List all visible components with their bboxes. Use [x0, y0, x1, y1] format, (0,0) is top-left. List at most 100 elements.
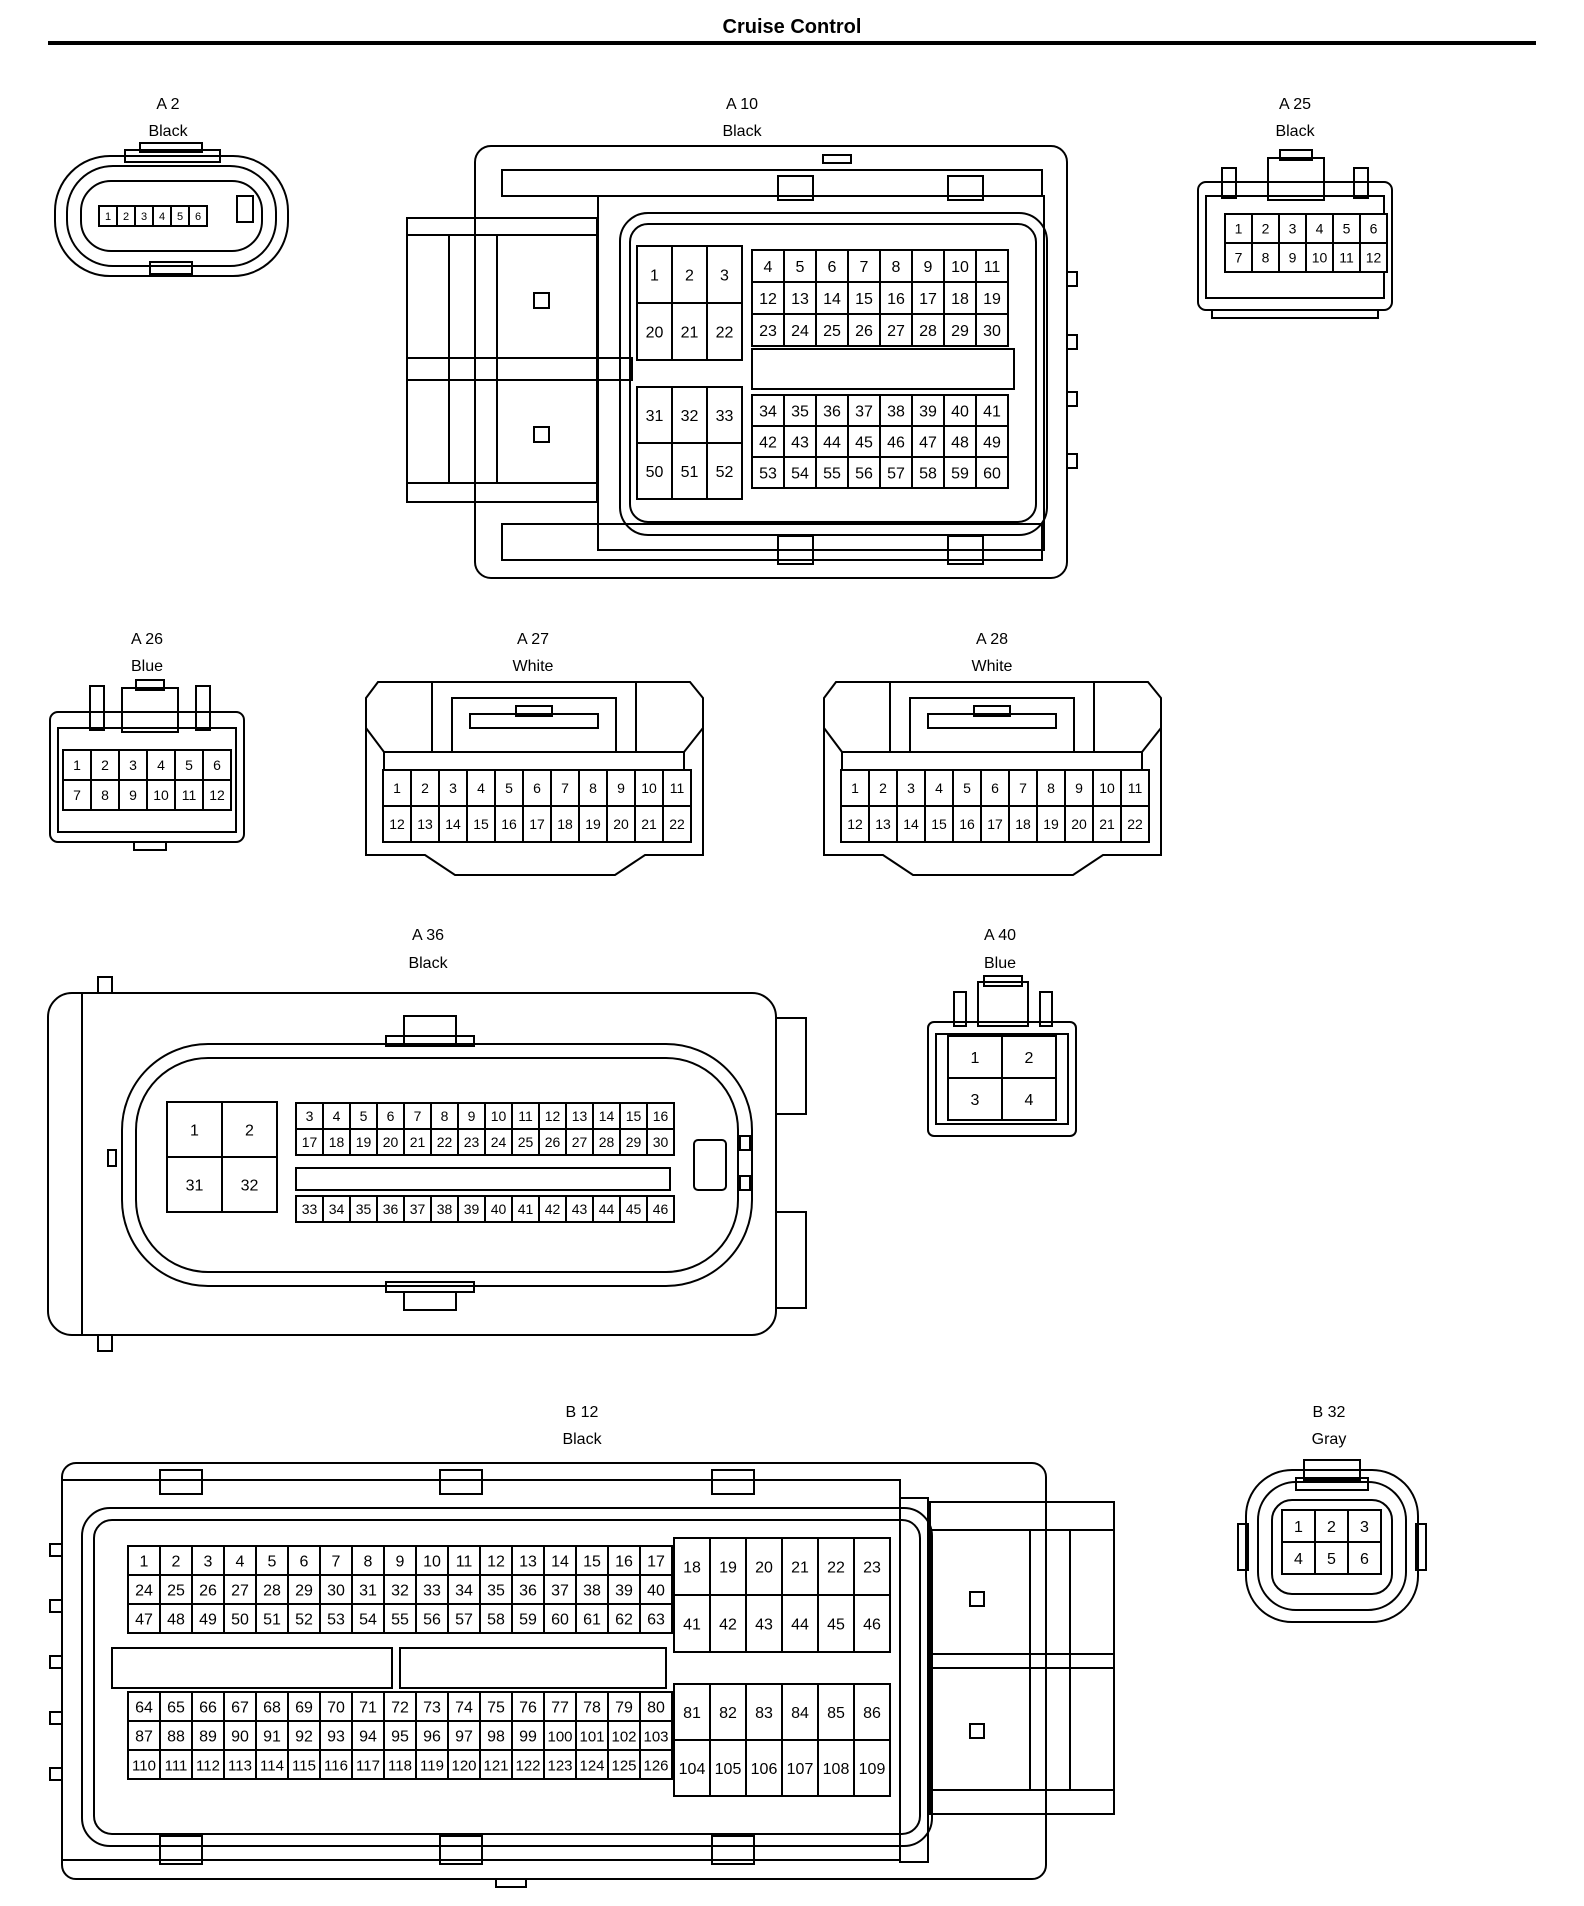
- pin-cell: [634, 769, 664, 807]
- pin-number: 108: [823, 1761, 850, 1778]
- pin-cell: [943, 313, 977, 347]
- pin-number: 9: [1289, 250, 1297, 266]
- pin-number: 11: [984, 259, 1001, 276]
- pin-number: 7: [860, 259, 869, 276]
- connector-a2-id: A 2: [156, 96, 179, 113]
- connector-b32-housing: [1237, 1459, 1427, 1623]
- pin-cell: [911, 394, 945, 427]
- pin-cell: [191, 1749, 225, 1780]
- pin-cell: [322, 1195, 351, 1223]
- pin-number: 10: [641, 780, 657, 796]
- pin-cell: [575, 1603, 609, 1634]
- pin-cell: [671, 245, 708, 304]
- pin-cell: [319, 1603, 353, 1634]
- pin-number: 84: [791, 1705, 809, 1722]
- pin-cell: [159, 1720, 193, 1751]
- pin-number: 10: [491, 1108, 507, 1124]
- pin-cell: [673, 1739, 711, 1797]
- pin-cell: [383, 1603, 417, 1634]
- connector-a25-color: Black: [1275, 123, 1315, 140]
- pin-number: 34: [759, 403, 777, 420]
- pin-number: 35: [487, 1582, 505, 1599]
- pin-number: 6: [1360, 1551, 1369, 1568]
- pin-number: 125: [611, 1757, 636, 1774]
- connector-b32-id: B 32: [1313, 1404, 1346, 1421]
- pin-number: 48: [167, 1611, 185, 1628]
- pin-number: 3: [449, 780, 457, 796]
- pin-cell: [706, 245, 743, 304]
- pin-number: 14: [903, 816, 919, 832]
- pin-number: 8: [364, 1553, 373, 1570]
- pin-cell: [1278, 242, 1307, 273]
- pin-number: 51: [681, 464, 699, 481]
- pin-number: 4: [764, 259, 773, 276]
- pin-number: 3: [141, 211, 147, 223]
- pin-number: 42: [719, 1616, 737, 1633]
- pin-number: 122: [515, 1757, 540, 1774]
- pin-number: 104: [679, 1761, 706, 1778]
- pin-number: 43: [755, 1616, 773, 1633]
- pin-cell: [879, 281, 913, 315]
- connector-b12-id: B 12: [566, 1404, 599, 1421]
- pin-number: 2: [123, 211, 129, 223]
- pin-number: 4: [935, 780, 943, 796]
- connector-a10-id: A 10: [726, 96, 758, 113]
- pin-number: 16: [501, 816, 517, 832]
- pin-number: 60: [551, 1611, 569, 1628]
- pin-cell: [745, 1739, 783, 1797]
- pin-number: 82: [719, 1705, 737, 1722]
- pin-number: 25: [518, 1134, 534, 1150]
- connector-a40-housing: [927, 975, 1077, 1137]
- pin-number: 15: [931, 816, 947, 832]
- pin-number: 50: [231, 1611, 249, 1628]
- pin-cell: [636, 245, 673, 304]
- pin-number: 26: [545, 1134, 561, 1150]
- pin-number: 16: [653, 1108, 669, 1124]
- pin-number: 5: [185, 757, 193, 773]
- pin-number: 105: [715, 1761, 742, 1778]
- pin-number: 99: [519, 1728, 537, 1745]
- pin-cell: [639, 1749, 673, 1780]
- connector-a2-color: Black: [148, 123, 188, 140]
- pin-cell: [947, 1077, 1003, 1121]
- connector-a28-color: White: [972, 658, 1013, 675]
- pin-number: 46: [863, 1616, 881, 1633]
- pin-number: 124: [579, 1757, 604, 1774]
- pin-number: 17: [987, 816, 1003, 832]
- pin-number: 6: [300, 1553, 309, 1570]
- pin-cell: [287, 1545, 321, 1576]
- pin-number: 6: [828, 259, 837, 276]
- pin-number: 16: [959, 816, 975, 832]
- pin-number: 27: [572, 1134, 588, 1150]
- pin-number: 24: [791, 323, 809, 340]
- pin-cell: [484, 1128, 513, 1156]
- pin-number: 6: [213, 757, 221, 773]
- pin-number: 9: [617, 780, 625, 796]
- pin-number: 15: [583, 1553, 601, 1570]
- pin-number: 10: [423, 1553, 441, 1570]
- pin-number: 113: [228, 1757, 252, 1774]
- pin-number: 28: [919, 323, 937, 340]
- pin-number: 30: [653, 1134, 669, 1150]
- pin-cell: [745, 1594, 783, 1653]
- pin-cell: [287, 1720, 321, 1751]
- pin-number: 5: [268, 1553, 277, 1570]
- pin-cell: [639, 1574, 673, 1605]
- pin-number: 13: [572, 1108, 588, 1124]
- pin-number: 102: [611, 1728, 636, 1745]
- pin-number: 2: [245, 1122, 254, 1139]
- pin-number: 8: [441, 1108, 449, 1124]
- pin-cell: [430, 1128, 459, 1156]
- pin-number: 123: [547, 1757, 572, 1774]
- pin-number: 7: [332, 1553, 341, 1570]
- pin-cell: [840, 769, 870, 807]
- pin-number: 120: [451, 1757, 476, 1774]
- pin-number: 13: [791, 291, 809, 308]
- pin-cell: [1064, 769, 1094, 807]
- connector-a27-id: A 27: [517, 631, 549, 648]
- pin-number: 32: [241, 1177, 259, 1194]
- pin-number: 20: [755, 1559, 773, 1576]
